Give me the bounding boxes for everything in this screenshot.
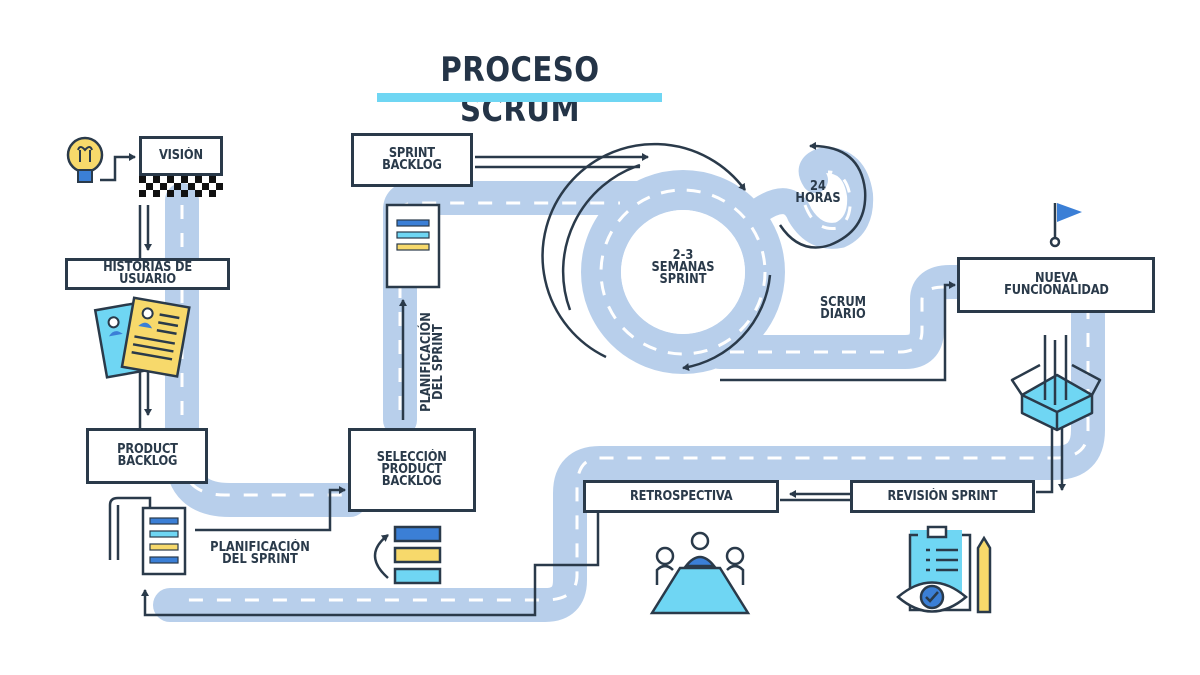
sprint-loop-dashes [599, 188, 767, 356]
checker-square [195, 190, 202, 197]
checker-square [181, 190, 188, 197]
daily-cycle-label: 24 HORAS [795, 179, 841, 206]
step-sprint-review: REVISIÓN SPRINT [850, 480, 1035, 513]
checker-square [146, 183, 153, 190]
team-meeting-icon [649, 531, 751, 615]
checker-square [174, 183, 181, 190]
open-box-icon [1010, 335, 1102, 432]
sprint-loop-inner [621, 210, 745, 334]
checker-square [209, 190, 216, 197]
step-sprint-review-label: REVISIÓN SPRINT [887, 488, 998, 504]
step-sprint-backlog: SPRINT BACKLOG [351, 133, 473, 187]
document-list-icon [108, 496, 187, 576]
daily-scrum-label: SCRUM DIARIO [819, 295, 867, 322]
checker-square [153, 190, 160, 197]
goal-flag-icon [1049, 203, 1082, 248]
sprint-loop-arrows [541, 141, 956, 382]
step-new-feature: NUEVA FUNCIONALIDAD [957, 257, 1155, 313]
checker-square [167, 190, 174, 197]
daily-loop-road [747, 146, 874, 249]
page-title: PROCESO SCRUM [440, 50, 600, 130]
user-profile-cards-icon [93, 296, 191, 379]
backlog-document-icon [385, 203, 441, 289]
sprint-duration-label: 2-3 SEMANAS SPRINT [651, 248, 715, 287]
step-retrospective-label: RETROSPECTIVA [629, 488, 733, 504]
road-segment-daily [703, 265, 982, 369]
connector-arrows [100, 153, 1066, 617]
checker-square [181, 176, 188, 183]
step-selection-label: SELECCIÓN PRODUCT BACKLOG [377, 450, 447, 489]
step-product-backlog: PRODUCT BACKLOG [86, 428, 208, 484]
step-product-backlog-label: PRODUCT BACKLOG [116, 442, 178, 469]
reorder-stack-icon [373, 525, 442, 585]
checker-square [188, 183, 195, 190]
checker-square [216, 183, 223, 190]
checker-square [160, 183, 167, 190]
clipboard-review-icon [896, 525, 992, 614]
sprint-planning-vertical-label: PLANIFICACIÓN DEL SPRINT [419, 312, 446, 412]
step-vision-label: VISIÓN [159, 148, 203, 163]
step-retrospective: RETROSPECTIVA [583, 480, 779, 513]
checker-square [139, 190, 146, 197]
step-sprint-backlog-label: SPRINT BACKLOG [382, 146, 442, 173]
title-underline [377, 93, 662, 102]
checker-square [153, 176, 160, 183]
step-new-feature-label: NUEVA FUNCIONALIDAD [1003, 271, 1109, 298]
step-selection-product-backlog: SELECCIÓN PRODUCT BACKLOG [348, 428, 476, 512]
sprint-planning-label: PLANIFICACIÓN DEL SPRINT [210, 540, 310, 567]
road-segment-right [153, 283, 1105, 622]
step-vision: VISIÓN [139, 136, 223, 176]
step-user-stories: HISTORIAS DE USUARIO [65, 258, 230, 290]
checker-square [139, 176, 146, 183]
finish-line-icon [139, 176, 223, 197]
lightbulb-icon [66, 136, 104, 183]
checker-square [202, 183, 209, 190]
step-user-stories-label: HISTORIAS DE USUARIO [103, 260, 192, 287]
checker-square [209, 176, 216, 183]
checker-square [167, 176, 174, 183]
checker-square [195, 176, 202, 183]
